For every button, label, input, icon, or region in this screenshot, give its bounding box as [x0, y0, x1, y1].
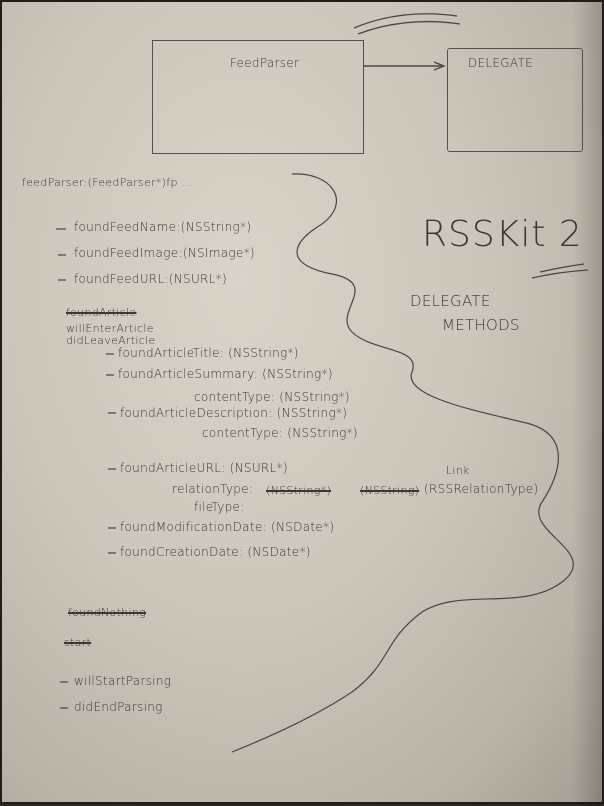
struck-found-nothing: foundNothing — [68, 606, 147, 619]
file-type-label: fileType: — [194, 500, 245, 514]
did-leave-article: didLeaveArticle — [66, 334, 156, 347]
method-article-title: foundArticleTitle: (NSString*) — [118, 346, 299, 360]
paper-shade — [572, 2, 602, 806]
method-modification-date: foundModificationDate: (NSDate*) — [120, 520, 335, 534]
relation-struck-1: (NSString*) — [266, 484, 332, 497]
method-article-url: foundArticleURL: (NSURL*) — [120, 461, 288, 475]
description-content-type: contentType: (NSString*) — [202, 426, 358, 440]
method-feed-image: foundFeedImage:(NSImage*) — [74, 246, 255, 260]
method-article-description: foundArticleDescription: (NSString*) — [120, 406, 348, 420]
title-main: RSSKit 2 — [422, 214, 583, 255]
struck-found-article: foundArticle — [66, 306, 137, 319]
summary-content-type: contentType: (NSString*) — [194, 390, 350, 404]
delegate-box — [447, 48, 583, 152]
feedparser-box — [152, 40, 364, 154]
delegate-label: DELEGATE — [468, 56, 533, 70]
method-feed-url: foundFeedURL:(NSURL*) — [74, 272, 227, 286]
method-creation-date: foundCreationDate: (NSDate*) — [120, 545, 311, 559]
feedparser-label: FeedParser — [230, 56, 300, 70]
link-note: Link — [446, 464, 470, 477]
title-sub-line1: DELEGATE — [410, 292, 491, 310]
relation-struck-2: (NSString) — [360, 484, 420, 497]
title-sub-line2: METHODS — [442, 316, 520, 334]
header-line: feedParser:(FeedParser*)fp ... — [22, 176, 193, 189]
method-feed-name: foundFeedName:(NSString*) — [74, 220, 252, 234]
struck-start: start — [64, 636, 92, 649]
will-enter-article: willEnterArticle — [66, 322, 154, 335]
did-end-parsing: didEndParsing — [74, 700, 163, 714]
will-start-parsing: willStartParsing — [74, 674, 172, 688]
relation-type-label: relationType: — [172, 482, 254, 496]
method-article-summary: foundArticleSummary: (NSString*) — [118, 367, 333, 381]
relation-type-new: (RSSRelationType) — [424, 482, 539, 496]
